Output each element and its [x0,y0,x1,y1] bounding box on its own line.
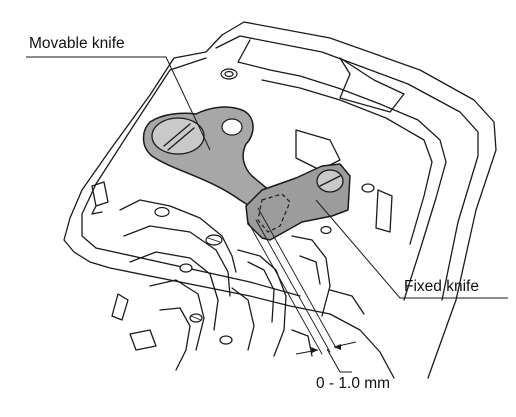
fixed-knife [245,163,351,241]
movable-knife [142,106,277,215]
label-leaders [26,56,508,299]
left-frame-details [91,181,237,371]
needle-plate [220,39,447,301]
clearance-dimension [295,341,357,373]
movable-knife-label: Movable knife [29,35,125,52]
hook-assembly [231,235,365,357]
clearance-label: 0 - 1.0 mm [316,375,391,392]
clearance-lines [247,207,337,355]
bed-plate [63,21,497,379]
fixed-knife-label: Fixed knife [404,278,479,295]
